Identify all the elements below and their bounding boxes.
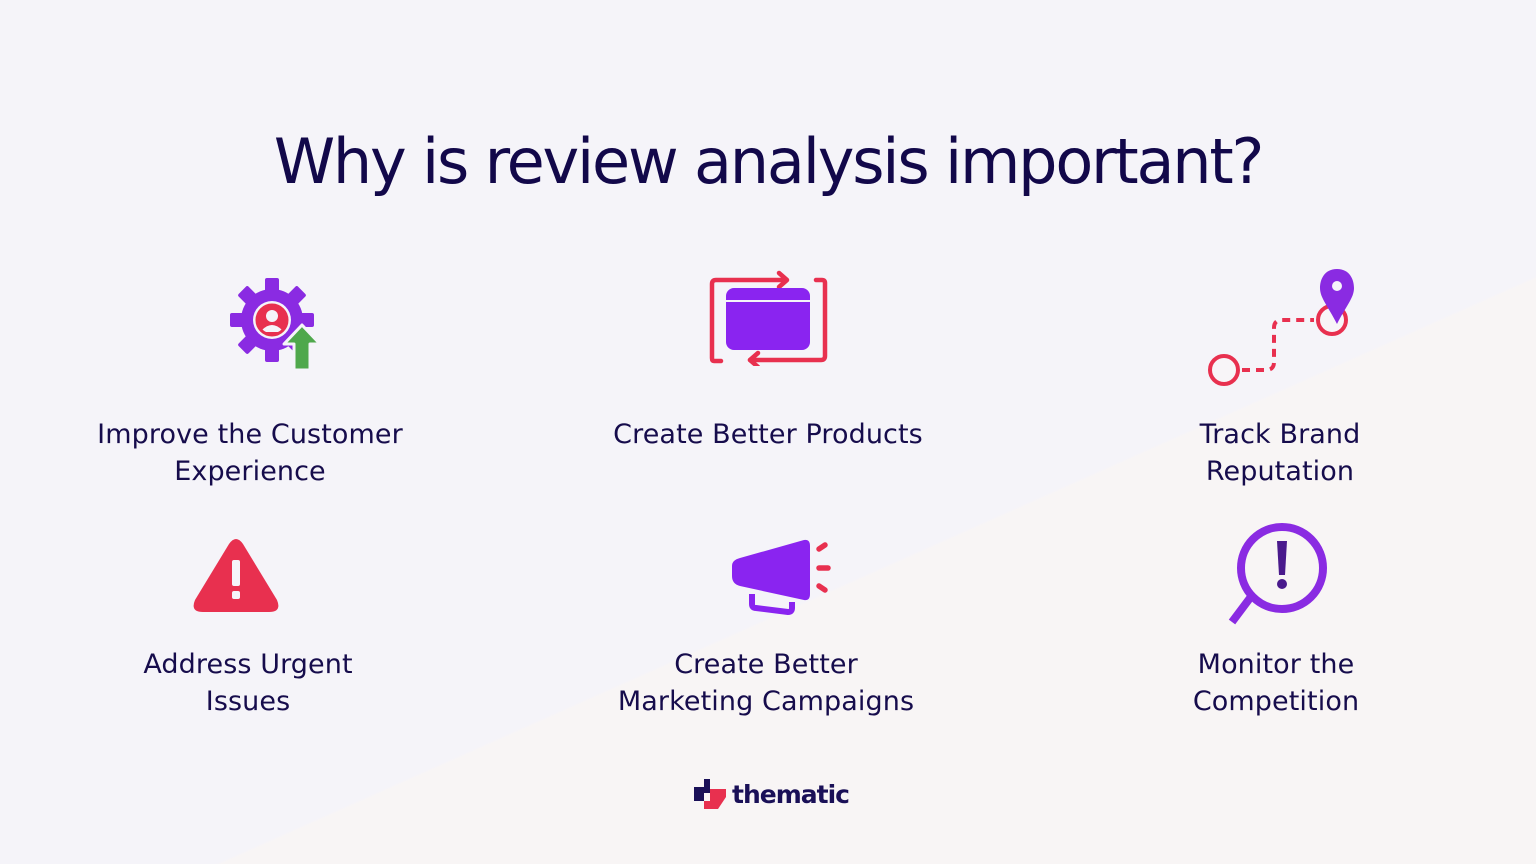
window-cycle-arrows-icon	[708, 270, 828, 370]
benefit-label: Create Better Products	[558, 416, 978, 453]
page-title: Why is review analysis important?	[273, 125, 1265, 198]
benefit-label-line1: Address Urgent	[143, 649, 353, 680]
benefit-label: Track Brand Reputation	[1070, 416, 1490, 490]
route-map-pin-icon	[1204, 266, 1364, 386]
gear-user-upgrade-icon	[230, 278, 330, 374]
benefit-label-line2: Marketing Campaigns	[617, 686, 915, 717]
benefit-label-line1: Track Brand	[1199, 419, 1361, 450]
benefit-label-line2: Reputation	[1205, 456, 1355, 487]
thematic-logo-mark-icon	[694, 779, 726, 809]
megaphone-icon	[730, 536, 840, 616]
benefit-label: Monitor the Competition	[1066, 646, 1486, 720]
benefit-label-line2: Experience	[174, 456, 326, 487]
benefit-label-line1: Monitor the	[1197, 649, 1355, 680]
benefit-label-line1: Create Better Products	[613, 419, 923, 450]
benefit-label-line2: Competition	[1192, 686, 1360, 717]
thematic-logo: thematic	[692, 777, 850, 811]
warning-triangle-icon	[192, 538, 280, 614]
magnifier-alert-icon	[1224, 518, 1332, 630]
benefit-label-line1: Create Better	[674, 649, 858, 680]
benefit-label-line1: Improve the Customer	[97, 419, 403, 450]
thematic-logo-text: thematic	[732, 779, 850, 809]
benefit-label: Address Urgent Issues	[38, 646, 458, 720]
benefit-label-line2: Issues	[205, 686, 291, 717]
benefit-label: Create Better Marketing Campaigns	[556, 646, 976, 720]
benefit-label: Improve the Customer Experience	[40, 416, 460, 490]
